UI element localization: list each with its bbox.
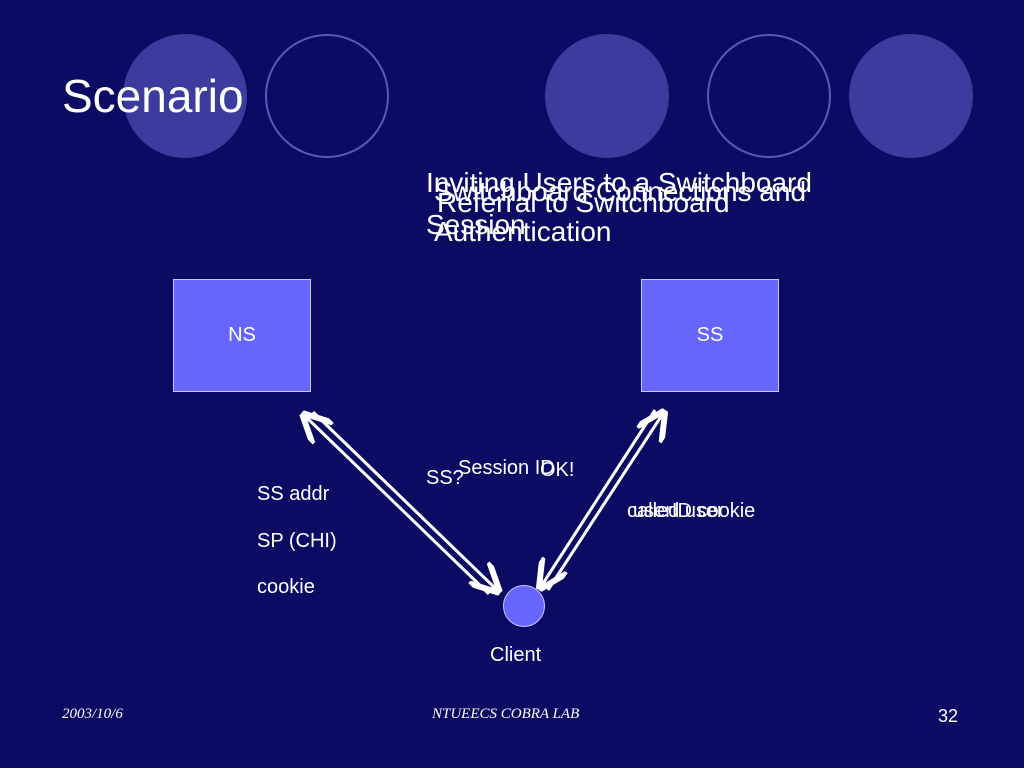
title-inviting-users: Inviting Users to a Switchboard Session	[426, 167, 906, 246]
node-ss-label: SS	[696, 324, 724, 346]
node-ns-label: NS	[228, 324, 256, 346]
title-referral-text: Referral to Switchboard	[437, 187, 730, 218]
client-label: Client	[490, 644, 542, 666]
msg-sp-chi: SP (CHI)	[257, 530, 337, 552]
msg-called-user: called user	[627, 500, 724, 522]
decor-circle-5	[849, 34, 973, 158]
arrow-client-to-ns	[306, 417, 491, 596]
slide-number: 32	[938, 706, 959, 726]
msg-ss-query: SS?	[426, 467, 464, 489]
arrow-ss-to-client	[542, 409, 657, 585]
node-client	[503, 585, 545, 627]
decor-circle-1	[123, 34, 247, 158]
node-ns: NS	[173, 279, 311, 392]
msg-userid-cookie: userID cookie	[633, 500, 756, 522]
title-switchboard-connections-text: Switchboard Connections and Authenticati…	[434, 176, 807, 247]
footer-date: 2003/10/6	[62, 706, 123, 722]
node-ss: SS	[641, 279, 779, 392]
msg-ok: OK!	[540, 459, 575, 481]
decor-circle-4	[707, 34, 831, 158]
msg-ss-addr: SS addr	[257, 483, 330, 505]
title-inviting-users-text: Inviting Users to a Switchboard Session	[426, 167, 812, 240]
footer-lab: NTUEECS COBRA LAB	[432, 706, 580, 722]
arrow-client-to-ss	[546, 415, 662, 591]
title-switchboard-connections: Switchboard Connections and Authenticati…	[434, 172, 834, 252]
msg-cookie: cookie	[257, 576, 315, 598]
title-referral: Referral to Switchboard	[437, 189, 730, 217]
slide-title: Scenario	[62, 70, 244, 122]
decor-circle-2	[265, 34, 389, 158]
decor-circle-3	[545, 34, 669, 158]
arrow-ns-to-client	[311, 410, 496, 589]
msg-session-id: Session ID	[458, 457, 555, 479]
